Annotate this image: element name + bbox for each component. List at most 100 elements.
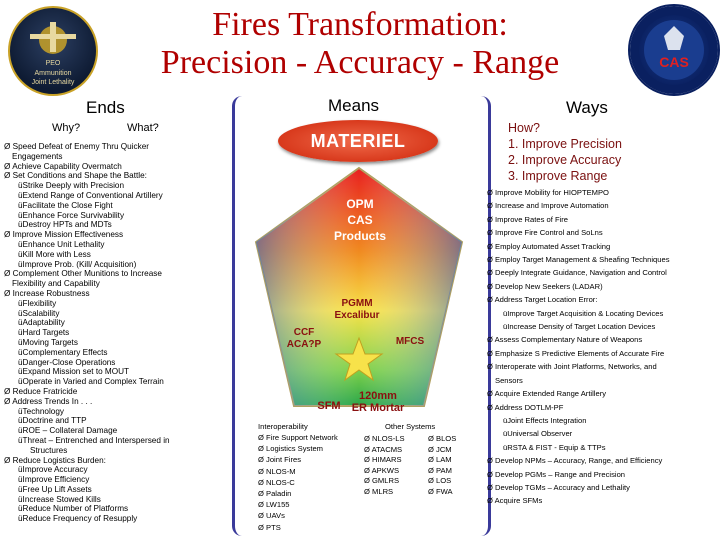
ends-list-item: Ø Complement Other Munitions to Increase	[4, 269, 162, 279]
ways-list-item: üIncrease Density of Target Location Dev…	[503, 322, 656, 332]
other-system-item: Ø LOS	[428, 476, 452, 486]
ends-list-item: üStrike Deeply with Precision	[18, 181, 125, 191]
other-system-item: Ø APKWS	[364, 465, 400, 475]
mortar-line1: 120mm	[359, 390, 397, 402]
ways-list-item: Ø Assess Complementary Nature of Weapons	[487, 335, 643, 345]
ends-list-item: üIncrease Stowed Kills	[18, 494, 101, 504]
ways-list-item: Ø Deeply Integrate Guidance, Navigation …	[487, 268, 667, 278]
ways-list-item: Ø Develop TGMs – Accuracy and Lethality	[487, 482, 630, 492]
how-item-1: 1. Improve Precision	[508, 137, 622, 151]
logo-left-line3: Joint Lethality	[31, 79, 75, 86]
what-label: What?	[127, 122, 159, 134]
logo-left-line2: Ammunition	[34, 70, 72, 77]
ends-list-item: Structures	[30, 445, 68, 455]
ways-list-item: üImprove Target Acquisition & Locating D…	[503, 308, 664, 318]
ends-list-item: üReduce Number of Platforms	[18, 504, 129, 514]
ccf-acap: CCF ACA?P	[284, 327, 324, 351]
ways-list-item: Ø Acquire SFMs	[487, 496, 543, 506]
other-system-item: Ø MLRS	[364, 486, 394, 496]
ends-list-item: üImprove Prob. (Kill/ Acquisition)	[18, 259, 137, 269]
ends-list-item: Ø Reduce Logistics Burden:	[4, 455, 106, 465]
other-system-item: Ø LAM	[428, 455, 452, 465]
ways-list-item: Ø Emphasize S Predictive Elements of Acc…	[487, 348, 665, 358]
materiel-pentagon	[254, 166, 464, 407]
ways-list-item: Ø Develop NPMs – Accuracy, Range, and Ef…	[487, 456, 663, 466]
ccf-line2: ACA?P	[286, 339, 322, 350]
ends-list-item: üImprove Accuracy	[18, 465, 88, 475]
other-system-item: Ø JCM	[428, 444, 452, 454]
ways-list-item: Ø Develop PGMs – Range and Precision	[487, 469, 626, 479]
title-line2: Precision - Accuracy - Range	[160, 44, 560, 81]
interop-item: Ø PTS	[258, 522, 281, 532]
ways-list-item: Ø Develop New Seekers (LADAR)	[487, 281, 603, 291]
cas-text: CAS	[659, 54, 689, 70]
ways-list-item: Ø Increase and Improve Automation	[487, 201, 609, 211]
ways-list-item: Ø Interoperate with Joint Platforms, Net…	[487, 362, 657, 372]
ends-list-item: üMoving Targets	[18, 337, 78, 347]
ways-list-item: Ø Address DOTLM-PF	[487, 402, 564, 412]
how-block: How? 1. Improve Precision 2. Improve Acc…	[508, 120, 622, 184]
ends-list-item: üExpand Mission set to MOUT	[18, 367, 130, 377]
peo-ammunition-logo: PEO Ammunition Joint Lethality	[8, 6, 98, 96]
other-system-item: Ø HIMARS	[364, 455, 402, 465]
ways-list-item: Ø Improve Fire Control and SoLns	[487, 228, 603, 238]
materiel-oval: MATERIEL	[278, 120, 438, 162]
ways-list-item: üRSTA & FIST - Equip & TTPs	[503, 442, 606, 452]
ways-list-item: Ø Address Target Location Error:	[487, 295, 598, 305]
interop-item: Ø Joint Fires	[258, 455, 302, 465]
ends-list-item: üHard Targets	[18, 328, 70, 338]
ends-heading: Ends	[86, 98, 125, 117]
opm-cas-products: OPM CAS Products	[320, 196, 400, 244]
interop-item: Ø Fire Support Network	[258, 433, 338, 442]
ends-list-item: Flexibility and Capability	[12, 279, 100, 289]
how-item-2: 2. Improve Accuracy	[508, 153, 622, 167]
ends-list-item: üAdaptability	[18, 318, 65, 328]
ends-list-item: üScalability	[18, 308, 60, 318]
ends-list-item: Ø Improve Mission Effectiveness	[4, 230, 124, 240]
ends-list-item: üTechnology	[18, 406, 64, 416]
other-system-item: Ø BLOS	[428, 434, 457, 443]
mfcs-label: MFCS	[395, 336, 425, 347]
ends-list-item: Ø Reduce Fratricide	[4, 386, 78, 396]
how-item-3: 3. Improve Range	[508, 169, 608, 183]
ends-list-item: Engagements	[12, 151, 63, 161]
ways-heading: Ways	[566, 98, 608, 117]
mortar-line2: ER Mortar	[351, 402, 405, 414]
ends-list-item: üDestroy HPTs and MDTs	[18, 220, 112, 230]
ends-list-item: Ø Speed Defeat of Enemy Thru Quicker	[4, 142, 150, 151]
logo-left-line1: PEO	[45, 60, 61, 67]
ends-list-item: üFacilitate the Close Fight	[18, 200, 113, 210]
ends-list-item: üKill More with Less	[18, 249, 91, 259]
ways-list-item: Ø Improve Rates of Fire	[487, 214, 569, 224]
ends-list-item: üReduce Frequency of Resupply	[18, 514, 138, 524]
pgmm-excalibur: PGMM Excalibur	[322, 298, 392, 322]
interop-heading: Interoperability	[258, 422, 308, 431]
ways-list-item: Ø Acquire Extended Range Artillery	[487, 389, 607, 399]
ways-list-item: Ø Employ Automated Asset Tracking	[487, 241, 611, 251]
title-line1: Fires Transformation:	[212, 6, 508, 43]
header: PEO Ammunition Joint Lethality Fires Tra…	[0, 0, 720, 96]
opm-line1: OPM	[346, 197, 374, 211]
ways-list-item: üJoint Effects Integration	[503, 415, 587, 425]
ends-list-item: üFree Up Lift Assets	[18, 484, 92, 494]
means-heading: Means	[328, 96, 380, 115]
ends-list-item: Ø Increase Robustness	[4, 288, 90, 298]
how-label: How?	[508, 121, 540, 135]
other-system-item: Ø GMLRS	[364, 476, 400, 486]
ends-list-item: üDanger-Close Operations	[18, 357, 116, 367]
why-label: Why?	[52, 122, 81, 134]
ways-list-item: Ø Improve Mobility for HIOPTEMPO	[487, 188, 609, 197]
interop-item: Ø Paladin	[258, 489, 292, 499]
ccf-line1: CCF	[293, 327, 315, 338]
other-system-item: Ø NLOS-LS	[364, 434, 405, 443]
cas-ring-icon	[630, 6, 718, 94]
ends-list-item: Ø Address Trends In . . .	[4, 396, 93, 406]
interop-item: Ø UAVs	[258, 511, 285, 521]
other-systems-heading: Other Systems	[385, 422, 436, 431]
ends-list-item: üROE – Collateral Damage	[18, 426, 118, 436]
interop-item: Ø NLOS-C	[258, 477, 295, 487]
pgmm-line1: PGMM	[341, 298, 373, 309]
ends-list-item: üOperate in Varied and Complex Terrain	[18, 377, 164, 387]
ends-list-item: üEnhance Unit Lethality	[18, 239, 105, 249]
